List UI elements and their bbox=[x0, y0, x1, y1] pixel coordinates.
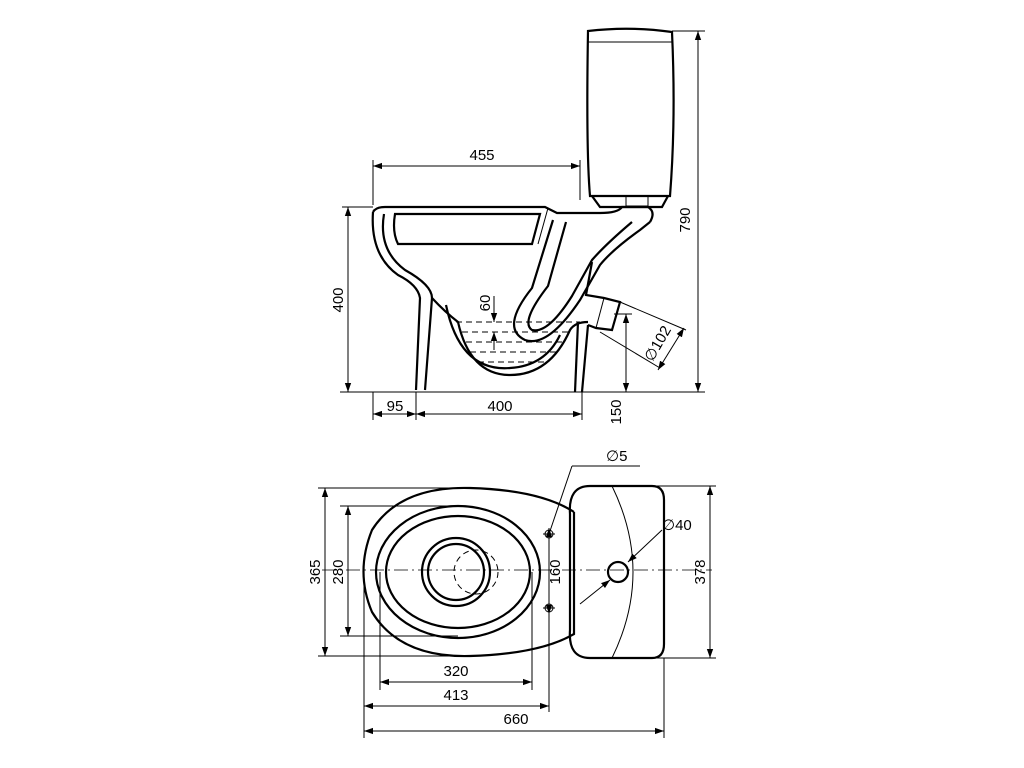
dim-150-label: 150 bbox=[608, 399, 625, 424]
outlet-pipe bbox=[584, 261, 622, 332]
dim-790-label: 790 bbox=[677, 207, 694, 232]
trap-bowl bbox=[431, 297, 589, 377]
dim-378-label: 378 bbox=[692, 559, 709, 584]
dim-455-label: 455 bbox=[469, 147, 494, 164]
water-lines bbox=[456, 321, 580, 363]
dim-95-label: 95 bbox=[387, 398, 404, 415]
dim-660-label: 660 bbox=[503, 711, 528, 728]
drain-outer bbox=[420, 536, 492, 608]
tank-top bbox=[568, 484, 666, 660]
dim-40-label: ∅40 bbox=[662, 517, 692, 534]
bowl-outer bbox=[362, 486, 576, 658]
side-view: 455 790 400 60 ∅102 95 400 150 bbox=[330, 27, 705, 425]
bowl-rim bbox=[372, 205, 654, 223]
dim-160-label: 160 bbox=[547, 559, 564, 584]
bowl-rim-ellipse bbox=[374, 504, 542, 640]
trap-channel bbox=[512, 219, 651, 343]
dim-5-label: ∅5 bbox=[606, 448, 627, 465]
dim-60-label: 60 bbox=[477, 295, 494, 312]
top-view: ∅5 ∅40 365 280 160 378 320 413 bbox=[307, 448, 716, 738]
dim-365-label: 365 bbox=[307, 559, 324, 584]
dim-102-label: ∅102 bbox=[641, 323, 675, 364]
dim-413-label: 413 bbox=[443, 687, 468, 704]
flush-hole bbox=[606, 560, 630, 584]
dim-320-label: 320 bbox=[443, 663, 468, 680]
dim-400-base-label: 400 bbox=[487, 398, 512, 415]
dim-280-label: 280 bbox=[330, 559, 347, 584]
cistern-outline bbox=[586, 27, 675, 198]
dim-400-height-label: 400 bbox=[330, 287, 347, 312]
bowl-front bbox=[371, 211, 422, 391]
